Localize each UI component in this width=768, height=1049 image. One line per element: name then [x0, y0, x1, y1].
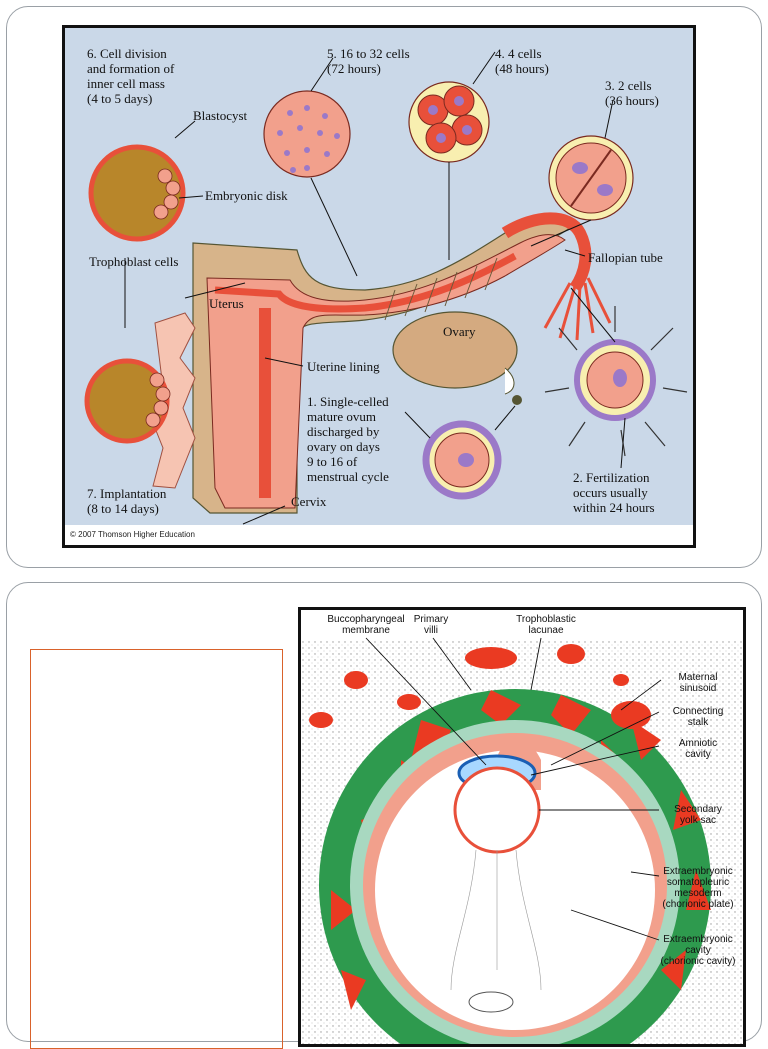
label-step6: 6. Cell division and formation of inner …	[87, 46, 175, 106]
label-maternal-sinusoid: Maternal sinusoid	[678, 672, 718, 694]
fallopian-tube-drawing	[501, 212, 592, 292]
label-step1: 1. Single-celled mature ovum discharged …	[307, 394, 389, 484]
chorionic-cavity-drawing	[375, 750, 655, 1030]
label-blastocyst: Blastocyst	[193, 108, 248, 123]
label-cervix: Cervix	[291, 494, 327, 509]
diagram-drawing	[84, 51, 688, 525]
label-trophoblastic-lacunae: Trophoblastic lacunae	[516, 614, 576, 636]
label-ovary: Ovary	[443, 324, 476, 339]
label-fallopian-tube: Fallopian tube	[588, 250, 663, 265]
label-chorionic-cavity: Extraembryonic cavity (chorionic cavity)	[660, 934, 736, 967]
label-connecting-stalk: Connecting stalk	[672, 706, 724, 728]
ovary-drawing	[392, 311, 518, 389]
slide-1: 6. Cell division and formation of inner …	[6, 6, 762, 568]
label-embryonic-disk: Embryonic disk	[205, 188, 288, 203]
cross-section-drawing	[301, 637, 743, 1044]
label-step3: 3. 2 cells (36 hours)	[605, 78, 659, 108]
implantation-cross-section-diagram: Buccopharyngeal membrane Primary villi T…	[298, 607, 746, 1047]
label-buccopharyngeal: Buccopharyngeal membrane	[327, 614, 405, 636]
label-uterine-lining: Uterine lining	[307, 359, 380, 374]
label-somatopleuric-mesoderm: Extraembryonic somatopleuric mesoderm (c…	[662, 866, 734, 910]
copyright-text: © 2007 Thomson Higher Education	[65, 525, 693, 545]
empty-text-placeholder	[30, 649, 283, 1049]
label-trophoblast: Trophoblast cells	[89, 254, 179, 269]
label-primary-villi: Primary villi	[413, 614, 449, 636]
label-step7: 7. Implantation (8 to 14 days)	[87, 486, 167, 516]
label-uterus: Uterus	[209, 296, 244, 311]
label-secondary-yolk-sac: Secondary yolk sac	[674, 804, 722, 826]
label-step5: 5. 16 to 32 cells (72 hours)	[327, 46, 410, 76]
yolk-sac-drawing	[453, 766, 541, 854]
fertilization-implantation-diagram: 6. Cell division and formation of inner …	[62, 25, 696, 548]
label-step2: 2. Fertilization occurs usually within 2…	[573, 470, 655, 515]
label-amniotic-cavity: Amniotic cavity	[678, 738, 718, 760]
label-step4: 4. 4 cells (48 hours)	[495, 46, 549, 76]
slide-2: Buccopharyngeal membrane Primary villi T…	[6, 582, 762, 1049]
